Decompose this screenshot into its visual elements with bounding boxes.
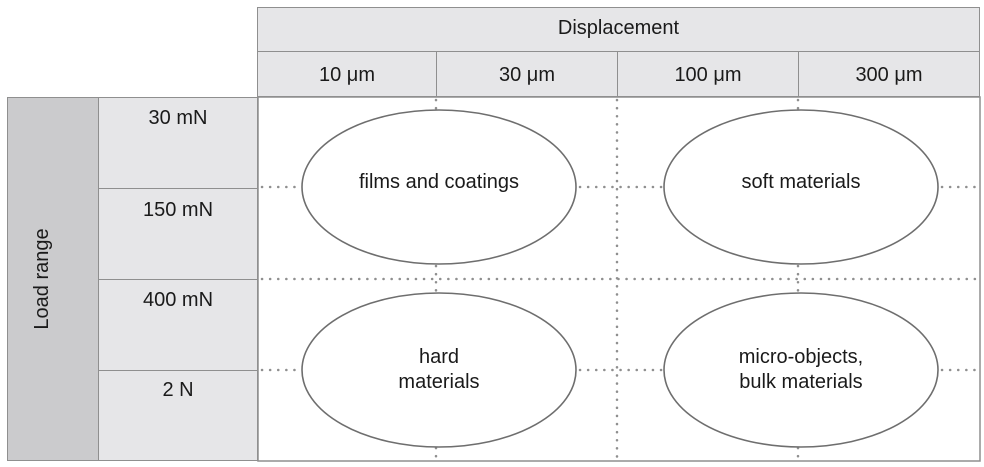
region-label-soft: soft materials xyxy=(741,171,861,193)
row-label-400mN: 400 mN xyxy=(142,289,214,311)
region-ellipse-films xyxy=(301,109,577,265)
displacement-header xyxy=(257,7,980,52)
grid-border xyxy=(257,96,981,462)
row-label-2N: 2 N xyxy=(162,379,194,401)
row-header-400mN xyxy=(98,279,258,371)
region-label-micro: micro-objects, bulk materials xyxy=(738,346,864,393)
column-header-30um xyxy=(436,51,618,97)
column-label-10um: 10 μm xyxy=(319,64,375,86)
region-ellipse-micro xyxy=(663,292,939,448)
row-label-150mN: 150 mN xyxy=(142,199,214,221)
row-label-30mN: 30 mN xyxy=(148,107,208,129)
column-label-300um: 300 μm xyxy=(855,64,923,86)
column-header-300um xyxy=(798,51,980,97)
column-label-30um: 30 μm xyxy=(499,64,555,86)
region-ellipse-soft xyxy=(663,109,939,265)
row-header-2N xyxy=(98,370,258,461)
displacement-title: Displacement xyxy=(557,17,680,39)
row-header-150mN xyxy=(98,188,258,280)
region-ellipse-hard xyxy=(301,292,577,448)
region-label-films: films and coatings xyxy=(358,171,520,193)
column-label-100um: 100 μm xyxy=(674,64,742,86)
region-label-hard: hard materials xyxy=(398,346,480,393)
